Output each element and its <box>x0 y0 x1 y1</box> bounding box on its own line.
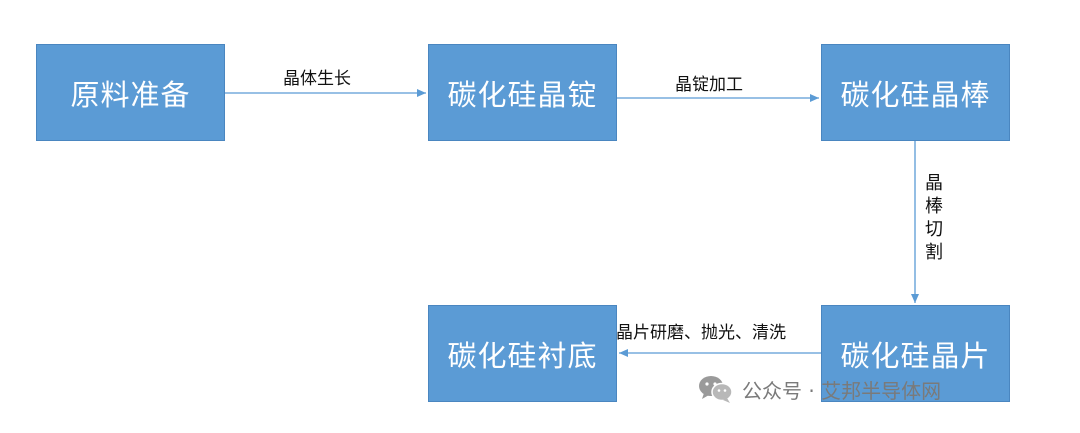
edge-label-wafer-polishing: 晶片研磨、抛光、清洗 <box>616 323 786 343</box>
edge-label-crystal-growth: 晶体生长 <box>283 69 351 89</box>
node-sic-substrate: 碳化硅衬底 <box>428 305 617 402</box>
watermark-text: 公众号 · 艾邦半导体网 <box>742 378 942 403</box>
wechat-icon <box>699 376 733 403</box>
edge-label-rod-cutting: 晶棒切割 <box>925 173 943 263</box>
node-sic-rod: 碳化硅晶棒 <box>821 44 1010 141</box>
watermark: 公众号 · 艾邦半导体网 <box>698 372 941 406</box>
edge-label-ingot-processing: 晶锭加工 <box>675 75 743 95</box>
node-sic-wafer: 碳化硅晶片 <box>821 305 1010 402</box>
node-sic-ingot: 碳化硅晶锭 <box>428 44 617 141</box>
node-raw-material-prep: 原料准备 <box>36 44 225 141</box>
